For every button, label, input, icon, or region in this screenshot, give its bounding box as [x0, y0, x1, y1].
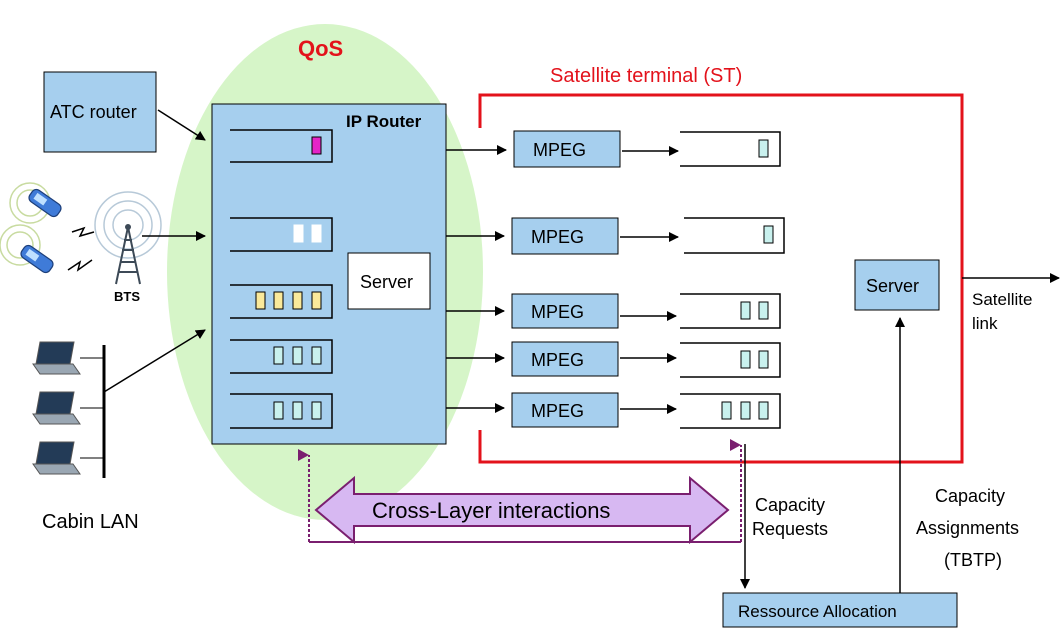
- router-server-box: [347, 252, 431, 310]
- laptop-icon: [32, 391, 81, 425]
- packet-white: [293, 224, 304, 243]
- st-queue-3: [680, 293, 781, 329]
- router-queue-1: [230, 129, 333, 163]
- packet-yellow: [311, 291, 322, 310]
- mpeg-label: MPEG: [531, 401, 584, 421]
- resource-allocation-label: Ressource Allocation: [738, 602, 897, 621]
- packet-cyan: [758, 401, 769, 420]
- cross-layer-double-arrow: [314, 475, 730, 545]
- packet-yellow: [292, 291, 303, 310]
- packet-yellow: [255, 291, 266, 310]
- packet-cyan: [740, 301, 751, 320]
- capacity-requests-label: Capacity Requests: [752, 495, 830, 539]
- packet-cyan: [721, 401, 732, 420]
- packet-cyan: [292, 401, 303, 420]
- mpeg-box: [513, 130, 621, 168]
- wireless-link-icon: [71, 226, 95, 238]
- mpeg-box: [511, 341, 619, 377]
- mpeg-label: MPEG: [533, 140, 586, 160]
- packet-cyan: [311, 401, 322, 420]
- st-queue-5: [680, 393, 781, 429]
- packet-magenta: [311, 136, 322, 155]
- cross-layer-label: Cross-Layer interactions: [372, 498, 610, 523]
- mobile-phone-icon: [9, 182, 62, 224]
- st-server-box: [854, 259, 940, 311]
- mpeg-label: MPEG: [531, 302, 584, 322]
- laptop-icon: [32, 341, 81, 375]
- packet-cyan: [758, 350, 769, 369]
- atc-router-label: ATC router: [50, 102, 137, 122]
- atc-router-box: [43, 71, 157, 153]
- atc-to-router-arrow: [157, 109, 206, 141]
- capacity-assignments-label: Capacity Assignments (TBTP): [916, 486, 1024, 570]
- packet-cyan: [292, 346, 303, 365]
- packet-cyan: [273, 346, 284, 365]
- bts-tower-icon: [94, 191, 162, 285]
- router-server-label: Server: [360, 272, 413, 292]
- packet-cyan: [758, 139, 769, 158]
- qos-label: QoS: [298, 36, 343, 61]
- wireless-link-icon: [67, 259, 93, 272]
- lan-to-router-arrow: [103, 329, 206, 393]
- mpeg-box: [511, 392, 619, 428]
- mpeg-label: MPEG: [531, 350, 584, 370]
- satellite-link-label: Satellite link: [972, 290, 1037, 333]
- st-queue-1: [680, 131, 781, 167]
- mobile-phone-icon: [0, 224, 54, 274]
- packet-cyan: [758, 301, 769, 320]
- laptop-icon: [32, 441, 81, 475]
- packet-cyan: [740, 401, 751, 420]
- router-queue-3: [230, 284, 333, 319]
- mpeg-label: MPEG: [531, 227, 584, 247]
- st-server-label: Server: [866, 276, 919, 296]
- ip-router-label: IP Router: [346, 112, 422, 131]
- router-queue-2: [230, 217, 333, 252]
- satellite-terminal-label: Satellite terminal (ST): [550, 65, 742, 87]
- packet-cyan: [740, 350, 751, 369]
- mpeg-box: [511, 217, 619, 255]
- packet-white: [311, 224, 322, 243]
- packet-yellow: [273, 291, 284, 310]
- bts-label: BTS: [114, 289, 140, 304]
- resource-allocation-box: [722, 592, 958, 628]
- st-queue-2: [684, 217, 785, 254]
- packet-cyan: [311, 346, 322, 365]
- mpeg-box: [511, 293, 619, 329]
- router-queue-4: [230, 339, 333, 374]
- packet-cyan: [763, 225, 774, 244]
- router-queue-5: [230, 393, 333, 429]
- router-queues: [230, 129, 333, 429]
- cabin-lan-label: Cabin LAN: [42, 511, 139, 533]
- st-queue-4: [680, 342, 781, 378]
- packet-cyan: [273, 401, 284, 420]
